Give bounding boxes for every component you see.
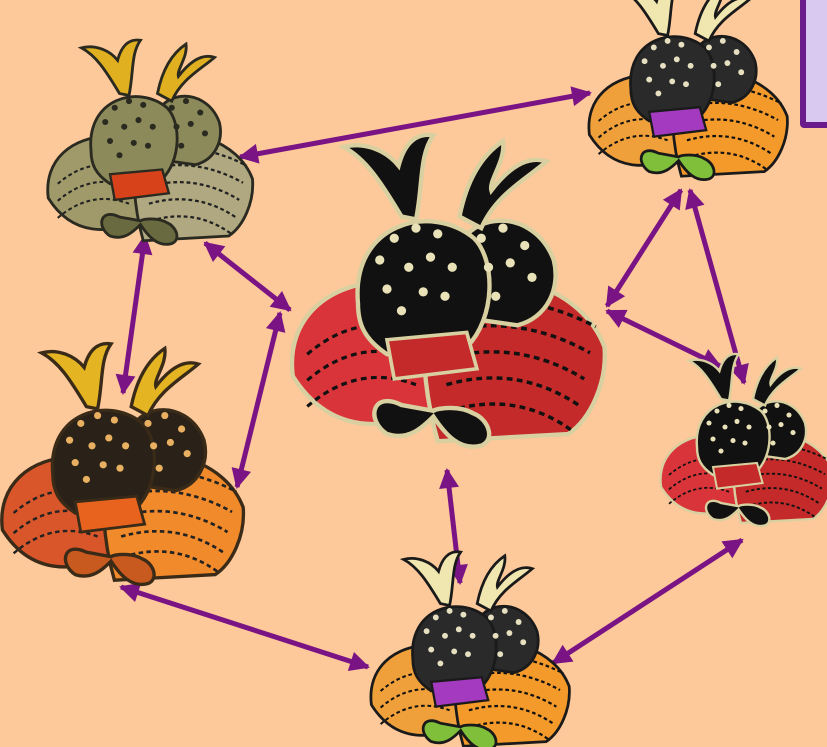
corner-panel <box>800 0 827 128</box>
